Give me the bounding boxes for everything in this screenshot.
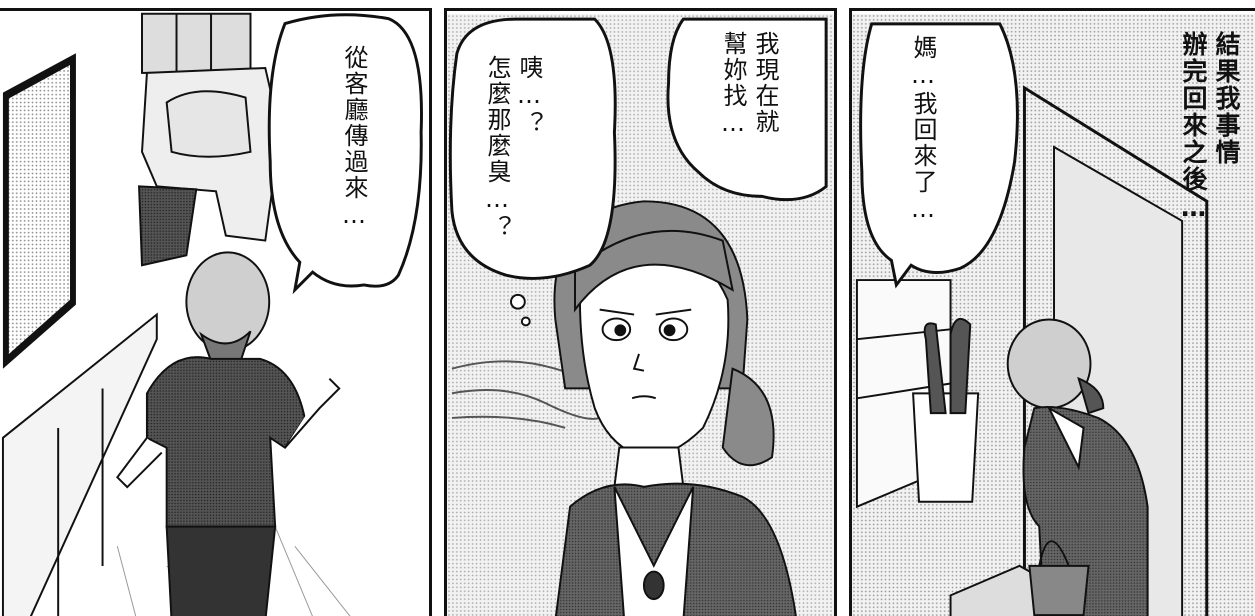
entrance-scene: [852, 13, 1255, 616]
speech-bubble-text: 媽…我回來了…: [909, 35, 937, 225]
comic-panel-right: 媽…我回來了… 結果我事情 辦完回來之後…: [849, 8, 1255, 616]
comic-panel-left: 從客廳傳過來…: [0, 8, 432, 616]
living-room-scene: [1, 12, 423, 616]
speech-bubble-text: 咦…？ 怎麼那麼臭…？: [483, 55, 543, 241]
face-closeup-scene: [447, 14, 834, 616]
narration-text: 結果我事情 辦完回來之後…: [1179, 31, 1241, 224]
speech-bubble-text: 從客廳傳過來…: [340, 45, 368, 231]
comic-panel-middle: 我現在就 幫妳找… 咦…？ 怎麼那麼臭…？: [444, 8, 837, 616]
thought-bubble-text: 我現在就 幫妳找…: [719, 31, 779, 139]
